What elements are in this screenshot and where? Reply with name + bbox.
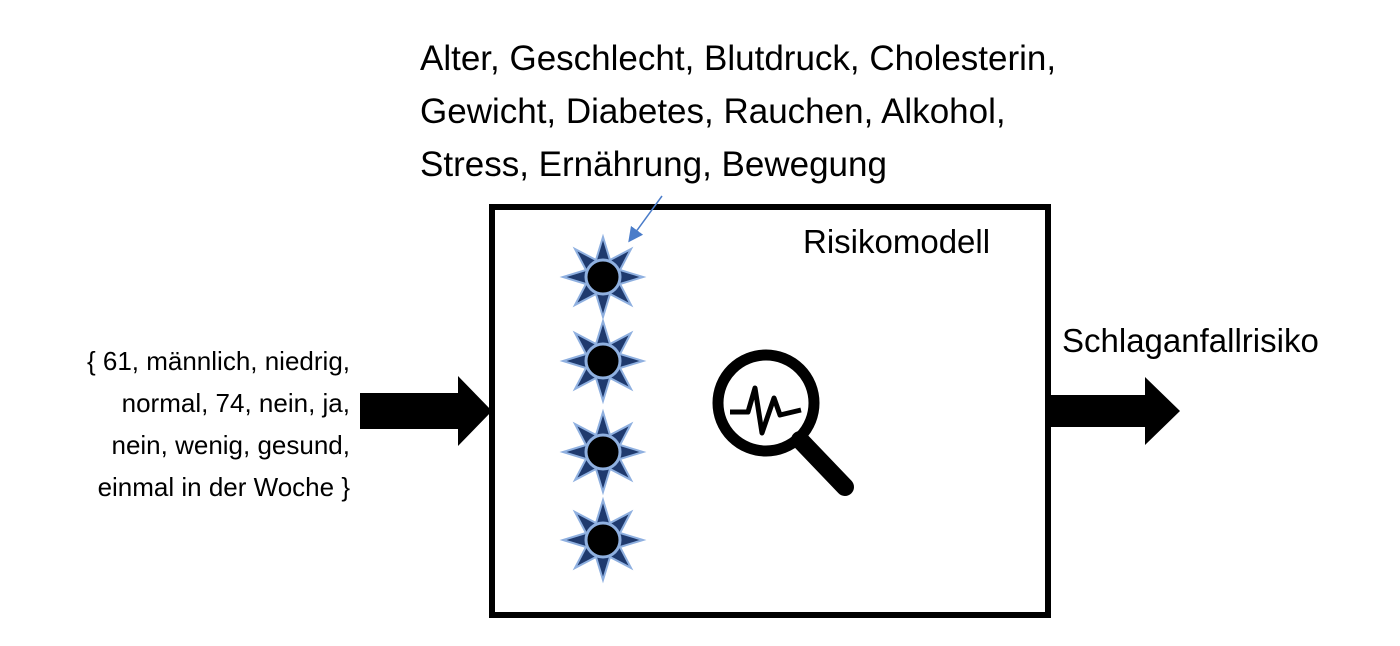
model-label: Risikomodell — [803, 223, 991, 260]
feature-list: Alter, Geschlecht, Blutdruck, Cholesteri… — [420, 32, 1056, 191]
output-arrow — [1050, 377, 1180, 445]
feature-node-icon — [561, 498, 645, 582]
feature-node-icon — [561, 235, 645, 319]
input-line: einmal in der Woche } — [97, 472, 350, 502]
magnifier-analysis-icon — [712, 349, 854, 496]
feature-line: Alter, Geschlecht, Blutdruck, Cholesteri… — [420, 39, 1057, 78]
feature-line: Stress, Ernährung, Bewegung — [420, 145, 887, 184]
pointer-arrow — [628, 195, 663, 243]
input-record: { 61, männlich, niedrig, normal, 74, nei… — [87, 340, 350, 508]
input-line: { 61, männlich, niedrig, — [86, 346, 350, 376]
feature-node-icon — [561, 319, 645, 403]
feature-line: Gewicht, Diabetes, Rauchen, Alkohol, — [420, 92, 1006, 131]
input-line: normal, 74, nein, ja, — [121, 388, 350, 418]
input-line: nein, wenig, gesund, — [111, 430, 350, 460]
output-label: Schlaganfallrisiko — [1062, 322, 1319, 359]
feature-node-icon — [561, 410, 645, 494]
input-arrow — [360, 376, 492, 446]
